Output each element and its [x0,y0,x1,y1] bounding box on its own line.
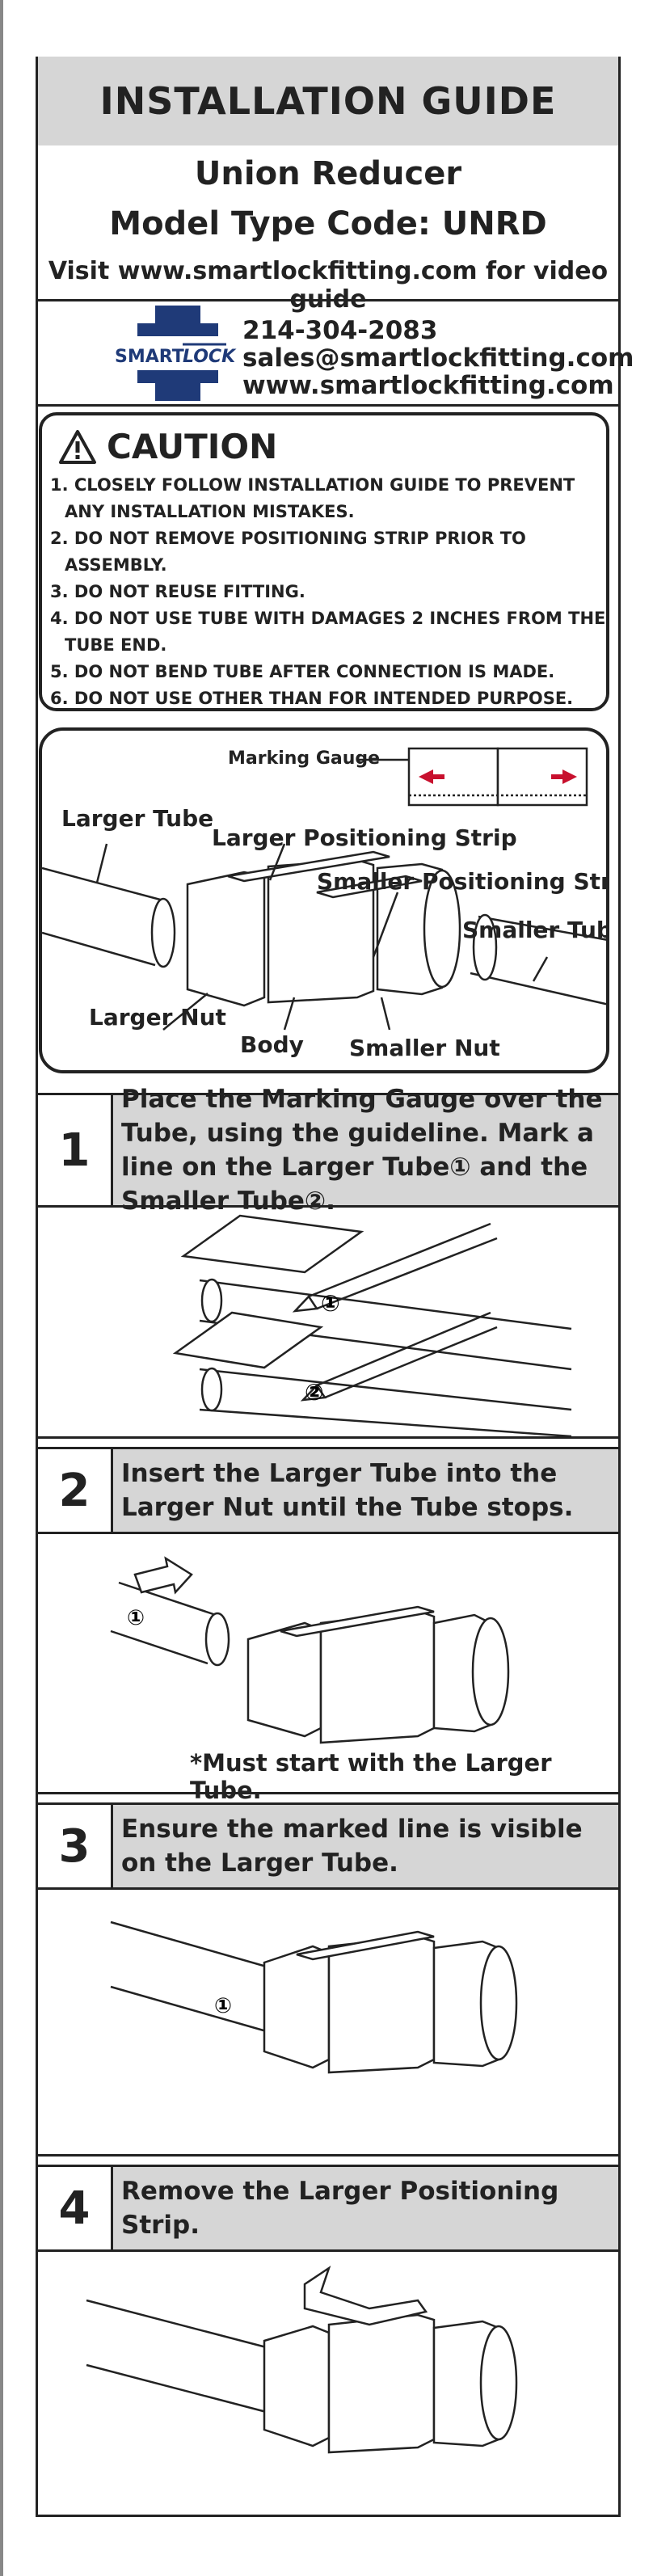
step-number: 3 [38,1805,113,1887]
step-1-header: 1 Place the Marking Gauge over the Tube,… [38,1085,618,1216]
marker-2: ② [305,1379,324,1406]
caution-item: 1. CLOSELY FOLLOW INSTALLATION GUIDE TO … [50,475,575,521]
step-4-header: 4 Remove the Larger Positioning Strip. [38,2165,618,2252]
step-instruction: Place the Marking Gauge over the Tube, u… [113,1085,618,1216]
step-instruction: Remove the Larger Positioning Strip. [113,2167,618,2249]
caution-item: 5. DO NOT BEND TUBE AFTER CONNECTION IS … [50,662,555,681]
label-marking-gauge: Marking Gauge [228,748,381,769]
marker-1: ① [321,1290,340,1317]
step-note: *Must start with the Larger Tube. [190,1749,552,1804]
svg-text:SMART: SMART [115,347,184,367]
smartlock-logo: SMART LOCK [115,306,237,401]
parts-illustration [42,747,606,1031]
label-larger-strip: Larger Positioning Strip [212,824,517,851]
marker-1: ① [127,1606,145,1630]
step-3-illustration: ① [38,1890,618,2157]
caution-item: 6. DO NOT USE OTHER THAN FOR INTENDED PU… [50,689,574,708]
email: sales@smartlockfitting.com [242,344,634,373]
label-larger-tube: Larger Tube [61,805,214,832]
guide-frame [36,57,621,2517]
label-larger-nut: Larger Nut [89,1004,226,1031]
caution-box: CAUTION 1. CLOSELY FOLLOW INSTALLATION G… [39,412,609,711]
divider [38,299,618,301]
label-body: Body [240,1031,304,1058]
caution-heading: CAUTION [58,427,277,466]
caution-item: 2. DO NOT REMOVE POSITIONING STRIP PRIOR… [50,529,526,575]
step-number: 4 [38,2167,113,2249]
parts-diagram: Marking Gauge Larger Tube Larger Positio… [39,727,609,1073]
step-number: 2 [38,1449,113,1532]
step-4-drawing [86,2265,518,2454]
page-title: INSTALLATION GUIDE [38,57,618,145]
caution-title: CAUTION [107,427,278,466]
product-name: Union Reducer [194,155,462,192]
page-edge [0,0,3,2576]
label-smaller-tube: Smaller Tube [462,917,606,943]
label-smaller-strip: Smaller Positioning Strip [317,868,609,895]
divider [38,404,618,407]
marker-1: ① [214,1994,232,2018]
step-3-drawing: ① [110,1920,518,2074]
step-instruction: Ensure the marked line is visible on the… [113,1805,618,1887]
step-2-header: 2 Insert the Larger Tube into the Larger… [38,1447,618,1534]
contact-block: 214-304-2083 sales@smartlockfitting.com … [242,317,634,399]
svg-text:LOCK: LOCK [183,347,237,367]
step-3-header: 3 Ensure the marked line is visible on t… [38,1802,618,1890]
step-1-illustration: ① ② [38,1208,618,1439]
model-code: Model Type Code: UNRD [109,205,547,242]
phone: 214-304-2083 [242,316,438,345]
step-4-illustration [38,2252,618,2517]
step-2-illustration: ① *Must start with the Larger Tube. [38,1534,618,1804]
step-2-drawing: ① [110,1556,510,1744]
caution-item: 4. DO NOT USE TUBE WITH DAMAGES 2 INCHES… [50,609,606,655]
caution-list: 1. CLOSELY FOLLOW INSTALLATION GUIDE TO … [50,472,608,712]
step-instruction: Insert the Larger Tube into the Larger N… [113,1449,618,1532]
step-number: 1 [38,1095,113,1205]
website: www.smartlockfitting.com [242,371,614,400]
step-1-drawing: ① ② [172,1214,572,1438]
caution-item: 3. DO NOT REUSE FITTING. [50,582,305,601]
warning-icon [59,429,96,464]
label-smaller-nut: Smaller Nut [349,1035,500,1061]
